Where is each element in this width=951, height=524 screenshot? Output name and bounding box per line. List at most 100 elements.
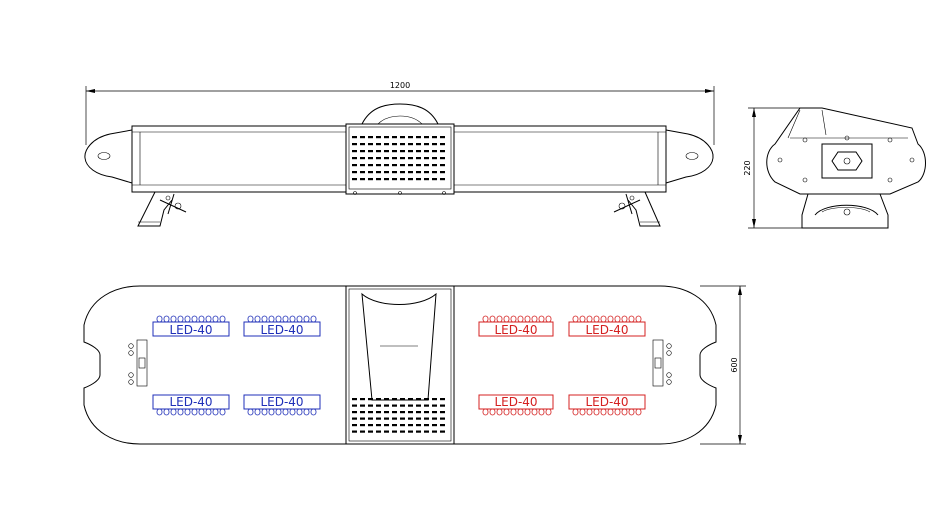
led-bulbs — [156, 408, 226, 416]
led-bulb — [247, 408, 254, 416]
vent-slot — [376, 417, 381, 420]
vent-slot — [384, 178, 389, 181]
led-bulb — [310, 408, 317, 416]
vent-slot — [352, 150, 357, 153]
vent-slot — [440, 411, 445, 414]
led-bulb — [635, 408, 642, 416]
vent-slot — [408, 150, 413, 153]
vent-slot — [400, 157, 405, 160]
led-bulb — [517, 315, 524, 323]
led-bulb — [586, 408, 593, 416]
led-bulb — [614, 315, 621, 323]
vent-slot — [432, 404, 437, 407]
vent-slot — [368, 164, 373, 167]
led-bulb — [572, 315, 579, 323]
vent-slot — [376, 430, 381, 433]
led-bulbs — [572, 315, 642, 323]
vent-slot — [416, 417, 421, 420]
vent-slot — [424, 411, 429, 414]
vent-slot — [424, 157, 429, 160]
vent-slot — [432, 143, 437, 146]
right-mount-bracket — [613, 191, 661, 227]
led-bulb — [572, 408, 579, 416]
led-bulb — [303, 408, 310, 416]
led-bulb — [579, 408, 586, 416]
led-module: LED-40 — [243, 315, 321, 337]
led-module-label: LED-40 — [169, 395, 212, 409]
vent-slot — [424, 430, 429, 433]
vent-slot — [384, 136, 389, 139]
led-bulbs — [247, 315, 317, 323]
vent-slot — [440, 143, 445, 146]
vent-slot — [408, 171, 413, 174]
led-bulb — [289, 408, 296, 416]
led-bulb — [607, 315, 614, 323]
vent-slot — [384, 150, 389, 153]
vent-slot — [360, 143, 365, 146]
led-bulb — [268, 315, 275, 323]
led-bulb — [219, 408, 226, 416]
vent-slot — [400, 424, 405, 427]
led-bulb — [296, 408, 303, 416]
width-dimension-label: 600 — [730, 357, 739, 372]
led-bulb — [191, 408, 198, 416]
led-bulb — [621, 315, 628, 323]
led-bulbs — [572, 408, 642, 416]
led-bulb — [247, 315, 254, 323]
led-bulb — [503, 408, 510, 416]
vent-slot — [440, 417, 445, 420]
vent-slot — [360, 157, 365, 160]
led-bulb — [579, 315, 586, 323]
vent-slot — [360, 178, 365, 181]
vent-slot — [408, 398, 413, 401]
vent-slot — [360, 164, 365, 167]
vent-slot — [384, 404, 389, 407]
vent-slot — [400, 150, 405, 153]
led-bulb — [510, 408, 517, 416]
led-module-label: LED-40 — [494, 395, 537, 409]
vent-slot — [432, 178, 437, 181]
vent-slot — [408, 136, 413, 139]
vent-slot — [376, 150, 381, 153]
led-bulb — [191, 315, 198, 323]
led-bulb — [212, 315, 219, 323]
vent-slot — [432, 136, 437, 139]
vent-slot — [392, 164, 397, 167]
led-bulb — [303, 315, 310, 323]
vent-slot — [392, 178, 397, 181]
led-bulb — [198, 315, 205, 323]
led-bulbs — [247, 408, 317, 416]
vent-slot — [424, 417, 429, 420]
led-bulb — [170, 315, 177, 323]
led-module-box — [478, 321, 554, 337]
vent-slot — [384, 411, 389, 414]
vent-slot — [424, 143, 429, 146]
vent-slot — [392, 143, 397, 146]
vent-slot — [416, 424, 421, 427]
vent-slot — [376, 143, 381, 146]
vent-slot — [400, 178, 405, 181]
led-bulb — [261, 408, 268, 416]
led-bulb — [296, 315, 303, 323]
right-connector — [652, 339, 672, 387]
led-module-box — [152, 394, 230, 410]
led-bulb — [607, 408, 614, 416]
vent-slot — [440, 157, 445, 160]
led-module: LED-40 — [478, 315, 554, 337]
led-bulb — [510, 315, 517, 323]
vent-slot — [368, 171, 373, 174]
vent-slot — [416, 136, 421, 139]
led-bulb — [503, 315, 510, 323]
led-module-box — [243, 394, 321, 410]
vent-slot — [440, 430, 445, 433]
led-module: LED-40 — [152, 394, 230, 416]
led-bulb — [177, 408, 184, 416]
led-bulb — [496, 408, 503, 416]
led-bulbs — [482, 315, 552, 323]
vent-slot — [432, 411, 437, 414]
vent-slot — [376, 411, 381, 414]
led-bulb — [531, 315, 538, 323]
vent-slot — [368, 150, 373, 153]
led-bulb — [177, 315, 184, 323]
